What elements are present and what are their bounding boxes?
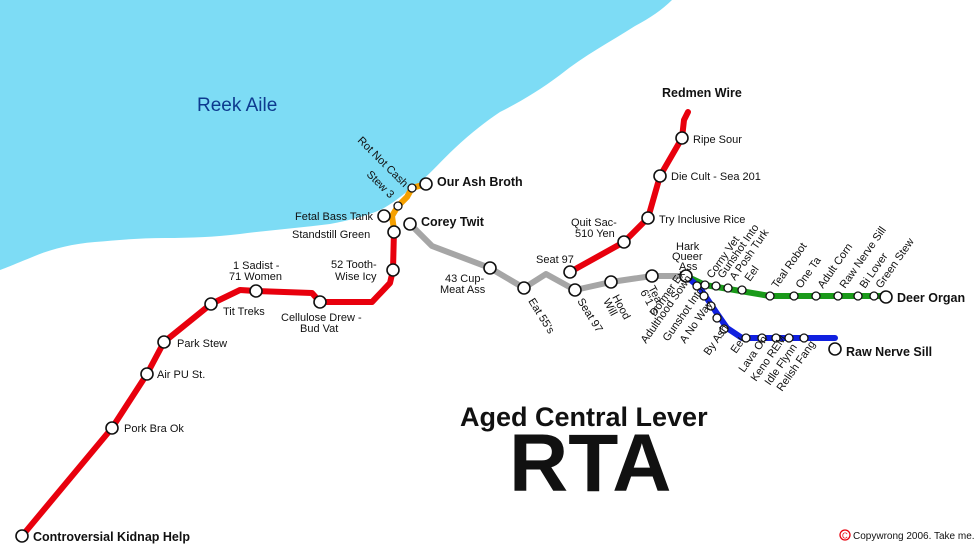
label-pork-bra-ok: Pork Bra Ok [124, 423, 184, 435]
station-43-cup[interactable] [483, 261, 497, 275]
station-air-pu-st[interactable] [140, 367, 154, 381]
label-43-cup-line2: Meat Ass [440, 284, 486, 296]
station-tea[interactable] [645, 269, 659, 283]
station-adulthood-sown[interactable] [699, 291, 709, 301]
station-by-ash[interactable] [719, 324, 729, 334]
station-raw-nerve-sill[interactable] [828, 342, 842, 356]
label-52-tooth-line1: 52 Tooth- [331, 259, 377, 271]
station-gunshot-into-blue[interactable] [706, 301, 716, 311]
station-a-posh-turk[interactable] [723, 283, 733, 293]
label-ripe-sour: Ripe Sour [693, 134, 742, 146]
label-our-ash-broth: Our Ash Broth [437, 175, 523, 189]
station-our-ash-broth[interactable] [419, 177, 433, 191]
label-fetal-bass-tank: Fetal Bass Tank [295, 211, 374, 223]
station-cellulose-drew[interactable] [313, 295, 327, 309]
station-die-cult[interactable] [653, 169, 667, 183]
station-pork-bra-ok[interactable] [105, 421, 119, 435]
station-adult-corn[interactable] [811, 291, 821, 301]
station-quit-sac[interactable] [617, 235, 631, 249]
label-deer-organ: Deer Organ [897, 291, 965, 305]
gray-line [407, 221, 689, 293]
station-gunshot-into-green[interactable] [711, 281, 721, 291]
station-deer-organ[interactable] [879, 290, 893, 304]
station-1-sadist[interactable] [249, 284, 263, 298]
station-standstill-green[interactable] [387, 225, 401, 239]
label-air-pu-st: Air PU St. [157, 369, 205, 381]
label-1-sadist-line2: 71 Women [229, 271, 282, 283]
label-tit-treks: Tit Treks [223, 306, 265, 318]
label-by-ash: By Ash [702, 323, 731, 358]
label-standstill-green: Standstill Green [292, 229, 370, 241]
station-relish-fang[interactable] [799, 333, 809, 343]
label-corey-twit: Corey Twit [421, 215, 485, 229]
copyright-text: Copywrong 2006. Take me. [853, 531, 975, 542]
station-rot-not-cash[interactable] [407, 183, 417, 193]
station-seat-97-b[interactable] [568, 283, 582, 297]
label-cellulose-drew-line2: Bud Vat [300, 323, 338, 335]
station-raw-nerve-sill-green[interactable] [833, 291, 843, 301]
station-seat-97-a[interactable] [563, 265, 577, 279]
station-eat-55s[interactable] [517, 281, 531, 295]
station-eel-blue[interactable] [741, 333, 751, 343]
map-title: RTA [509, 418, 671, 509]
station-fetal-bass-tank[interactable] [377, 209, 391, 223]
station-dormer-ex[interactable] [692, 281, 702, 291]
station-tit-treks[interactable] [204, 297, 218, 311]
station-lava-on[interactable] [757, 333, 767, 343]
station-a-no-way[interactable] [712, 313, 722, 323]
station-eel-green[interactable] [737, 285, 747, 295]
station-park-stew[interactable] [157, 335, 171, 349]
label-controversial-kidnap-help: Controversial Kidnap Help [33, 530, 190, 544]
copyright-symbol: C [842, 532, 848, 541]
label-park-stew: Park Stew [177, 338, 227, 350]
label-quit-sac-line2: 510 Yen [575, 228, 615, 240]
station-idle-flynn[interactable] [784, 333, 794, 343]
station-controversial-kidnap-help[interactable] [15, 529, 29, 543]
label-try-inclusive-rice: Try Inclusive Rice [659, 214, 745, 226]
station-keno-rem[interactable] [771, 333, 781, 343]
copyright-icon [839, 529, 851, 541]
label-raw-nerve-sill: Raw Nerve Sill [846, 345, 932, 359]
label-52-tooth-line2: Wise Icy [335, 271, 377, 283]
label-redmen-wire: Redmen Wire [662, 86, 742, 100]
station-bi-lover[interactable] [853, 291, 863, 301]
station-green-stew[interactable] [869, 291, 879, 301]
station-hark-queer-ass[interactable] [679, 269, 693, 283]
label-hark-line2: Queer [672, 251, 703, 263]
station-ripe-sour[interactable] [675, 131, 689, 145]
station-hood-will[interactable] [604, 275, 618, 289]
label-1-sadist-line1: 1 Sadist - [233, 260, 280, 272]
station-stew-3[interactable] [393, 201, 403, 211]
label-cellulose-drew-line1: Cellulose Drew - [281, 312, 362, 324]
station-corny-vet[interactable] [700, 280, 710, 290]
station-one-ta[interactable] [789, 291, 799, 301]
label-hark-line1: Hark [676, 241, 700, 253]
map-subtitle: Aged Central Lever [460, 402, 708, 432]
label-quit-sac-line1: Quit Sac- [571, 217, 617, 229]
label-seat-97-a: Seat 97 [536, 254, 574, 266]
label-die-cult: Die Cult - Sea 201 [671, 171, 761, 183]
label-hark-line3: Ass [679, 261, 698, 273]
lake-label: Reek Aile [197, 95, 277, 116]
label-eat-55s: Eat 55's [525, 296, 556, 336]
station-corey-twit[interactable] [403, 217, 417, 231]
station-try-inclusive-rice[interactable] [641, 211, 655, 225]
label-43-cup-line1: 43 Cup- [445, 273, 484, 285]
station-teal-robot[interactable] [765, 291, 775, 301]
lake-water [0, 0, 672, 270]
station-52-tooth[interactable] [386, 263, 400, 277]
